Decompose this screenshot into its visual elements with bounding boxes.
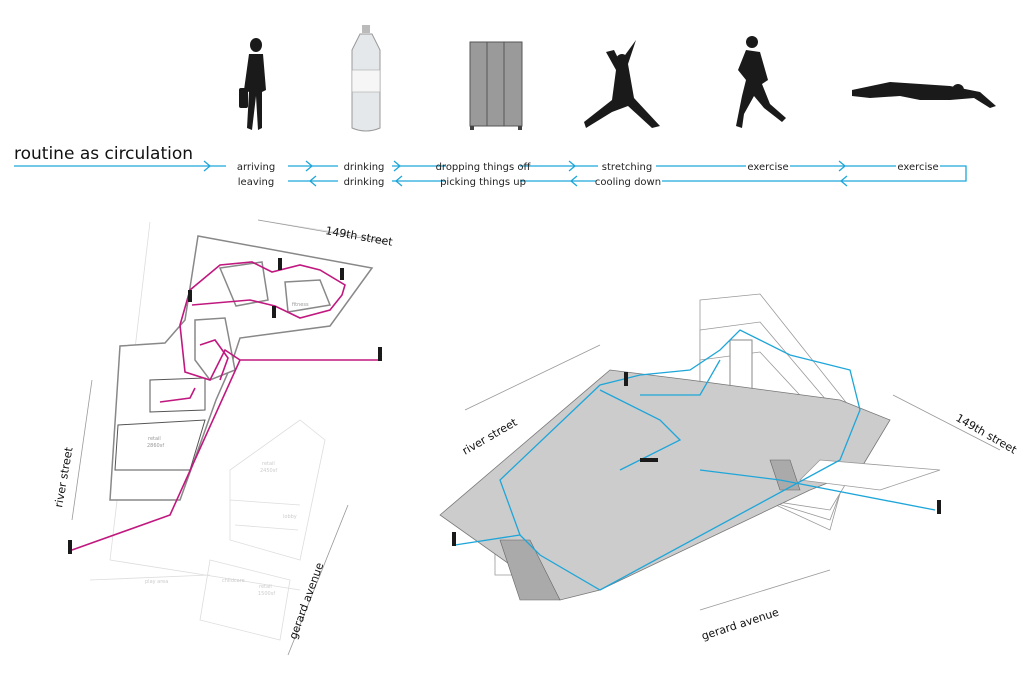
plan-person-icons [68,258,382,554]
routine-return-steps: leaving drinking picking things up cooli… [238,177,661,188]
plan-circulation-route [71,261,380,551]
retail-b-area: 2450sf [260,468,277,474]
plan-street-river: river street [52,445,76,508]
play-area-label: play area [145,579,168,585]
step-exercise-2: exercise [897,162,938,173]
step-picking-things-up: picking things up [440,177,526,188]
axon-circulation-route [454,329,936,591]
plan-street-gerard: gerard avenue [287,561,327,641]
retail-a-area: 2860sf [147,443,164,449]
page-title: routine as circulation [14,144,193,164]
swimmer-icon [852,82,996,108]
woman-walking-icon [239,38,266,130]
retail-c-label: retail [259,584,272,590]
axon-person-icons [452,372,941,546]
routine-outbound-steps: arriving drinking dropping things off st… [237,162,939,173]
step-leaving: leaving [238,177,274,188]
step-exercise-1: exercise [747,162,788,173]
lobby-label: lobby [283,514,297,520]
floor-plan: retail 2450sf lobby childcare play area … [52,219,394,656]
childcare-label: childcare [222,578,245,584]
main-deck [439,369,891,601]
runner-icon [736,36,786,128]
step-cooling-down: cooling down [595,177,661,188]
step-stretching: stretching [602,162,652,173]
water-bottle-icon [351,25,381,132]
plan-street-149th: 149th street [324,224,394,249]
fitness-label: fitness [292,302,309,308]
retail-b-label: retail [262,461,275,467]
routine-flow-lines [14,160,967,187]
axon-street-river: river street [460,415,520,457]
step-drinking: drinking [344,162,385,173]
retail-c-area: 1500sf [258,591,275,597]
retail-a-label: retail [148,436,161,442]
axon-street-gerard: gerard avenue [700,606,781,643]
stretching-figure-icon [584,40,660,128]
axonometric-view: river street 149th street gerard avenue [439,293,1020,643]
step-drinking-return: drinking [344,177,385,188]
lockers-icon [469,41,523,130]
axon-street-149th: 149th street [954,411,1020,457]
step-arriving: arriving [237,162,275,173]
step-dropping-things-off: dropping things off [436,162,532,173]
